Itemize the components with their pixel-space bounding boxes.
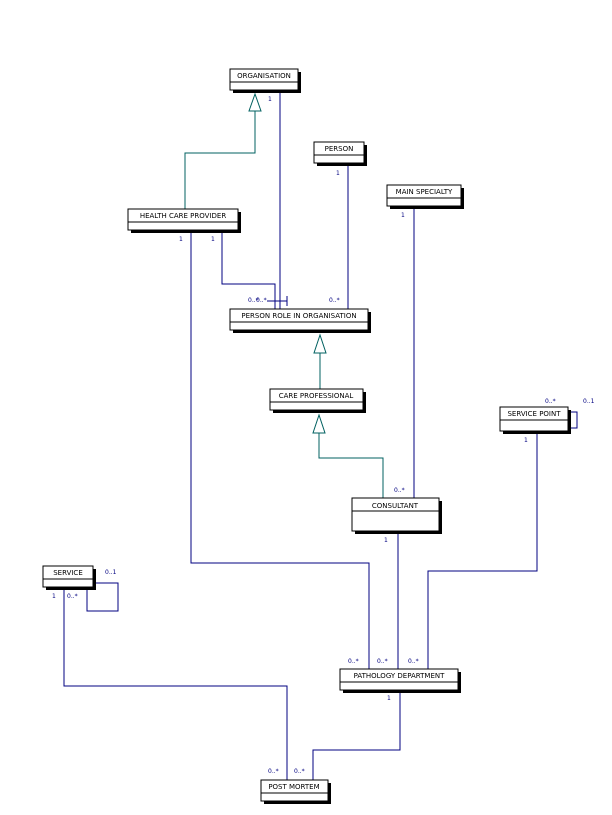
class-care-professional[interactable]: CARE PROFESSIONAL xyxy=(269,388,366,413)
class-service-point[interactable]: SERVICE POINT xyxy=(499,406,571,434)
assoc-hcp-pathology xyxy=(190,232,370,670)
mult-hcp-a: 1 xyxy=(179,236,183,243)
assoc-pathology-postmortem xyxy=(312,690,401,780)
mult-service-self-a: 0..* xyxy=(67,593,78,600)
generalization-arrow-careprof xyxy=(312,413,326,434)
mult-role-person: 0..* xyxy=(329,297,340,304)
mult-postmortem-service: 0..* xyxy=(268,768,279,775)
class-pathology-department[interactable]: PATHOLOGY DEPARTMENT xyxy=(339,668,461,693)
mult-service-point-self-b: 0..1 xyxy=(583,398,595,405)
mult-main-specialty: 1 xyxy=(401,212,405,219)
class-name-post-mortem: POST MORTEM xyxy=(268,783,319,791)
class-name-service-point: SERVICE POINT xyxy=(507,410,561,418)
class-name-consultant: CONSULTANT xyxy=(372,502,419,510)
mult-pathology-hcp: 0..* xyxy=(348,658,359,665)
class-name-pathology-department: PATHOLOGY DEPARTMENT xyxy=(354,672,446,680)
mult-service-point-self-a: 0..* xyxy=(545,398,556,405)
generalization-consultant-careprof xyxy=(318,433,384,500)
class-name-person: PERSON xyxy=(325,145,354,153)
class-person[interactable]: PERSON xyxy=(313,141,367,166)
class-name-person-role: PERSON ROLE IN ORGANISATION xyxy=(241,312,356,320)
class-name-main-specialty: MAIN SPECIALTY xyxy=(396,188,453,196)
mult-pathology-sp: 0..* xyxy=(408,658,419,665)
class-name-organisation: ORGANISATION xyxy=(237,72,291,80)
generalization-hcp-organisation xyxy=(184,111,256,211)
assoc-servicepoint-pathology xyxy=(427,433,538,670)
mult-role-hcp: 0..* xyxy=(256,297,267,304)
mult-person: 1 xyxy=(336,170,340,177)
class-health-care-provider[interactable]: HEALTH CARE PROVIDER xyxy=(127,208,241,233)
mult-hcp-b: 1 xyxy=(211,236,215,243)
mult-postmortem-pathology: 0..* xyxy=(294,768,305,775)
assoc-service-self xyxy=(86,582,119,612)
class-name-service: SERVICE xyxy=(53,569,83,577)
generalization-arrow-role xyxy=(313,333,327,354)
mult-service: 1 xyxy=(52,593,56,600)
assoc-hcp-role xyxy=(221,232,276,311)
mult-pathology: 1 xyxy=(387,695,391,702)
mult-pathology-consultant: 0..* xyxy=(377,658,388,665)
class-post-mortem[interactable]: POST MORTEM xyxy=(260,779,331,804)
class-consultant[interactable]: CONSULTANT xyxy=(351,497,442,534)
class-person-role-in-organisation[interactable]: PERSON ROLE IN ORGANISATION xyxy=(229,308,371,333)
mult-service-point: 1 xyxy=(524,437,528,444)
mult-consultant-specialty: 0..* xyxy=(394,487,405,494)
mult-organisation: 1 xyxy=(268,96,272,103)
mult-role-org: 0..* xyxy=(248,297,259,304)
mult-service-self-b: 0..1 xyxy=(105,569,117,576)
class-name-health-care-provider: HEALTH CARE PROVIDER xyxy=(140,212,227,220)
class-organisation[interactable]: ORGANISATION xyxy=(229,68,301,93)
class-name-care-professional: CARE PROFESSIONAL xyxy=(279,392,354,400)
generalization-arrow-organisation xyxy=(248,92,262,112)
assoc-service-postmortem xyxy=(63,588,288,780)
mult-consultant: 1 xyxy=(384,537,388,544)
class-main-specialty[interactable]: MAIN SPECIALTY xyxy=(386,184,464,209)
class-service[interactable]: SERVICE xyxy=(42,565,96,590)
